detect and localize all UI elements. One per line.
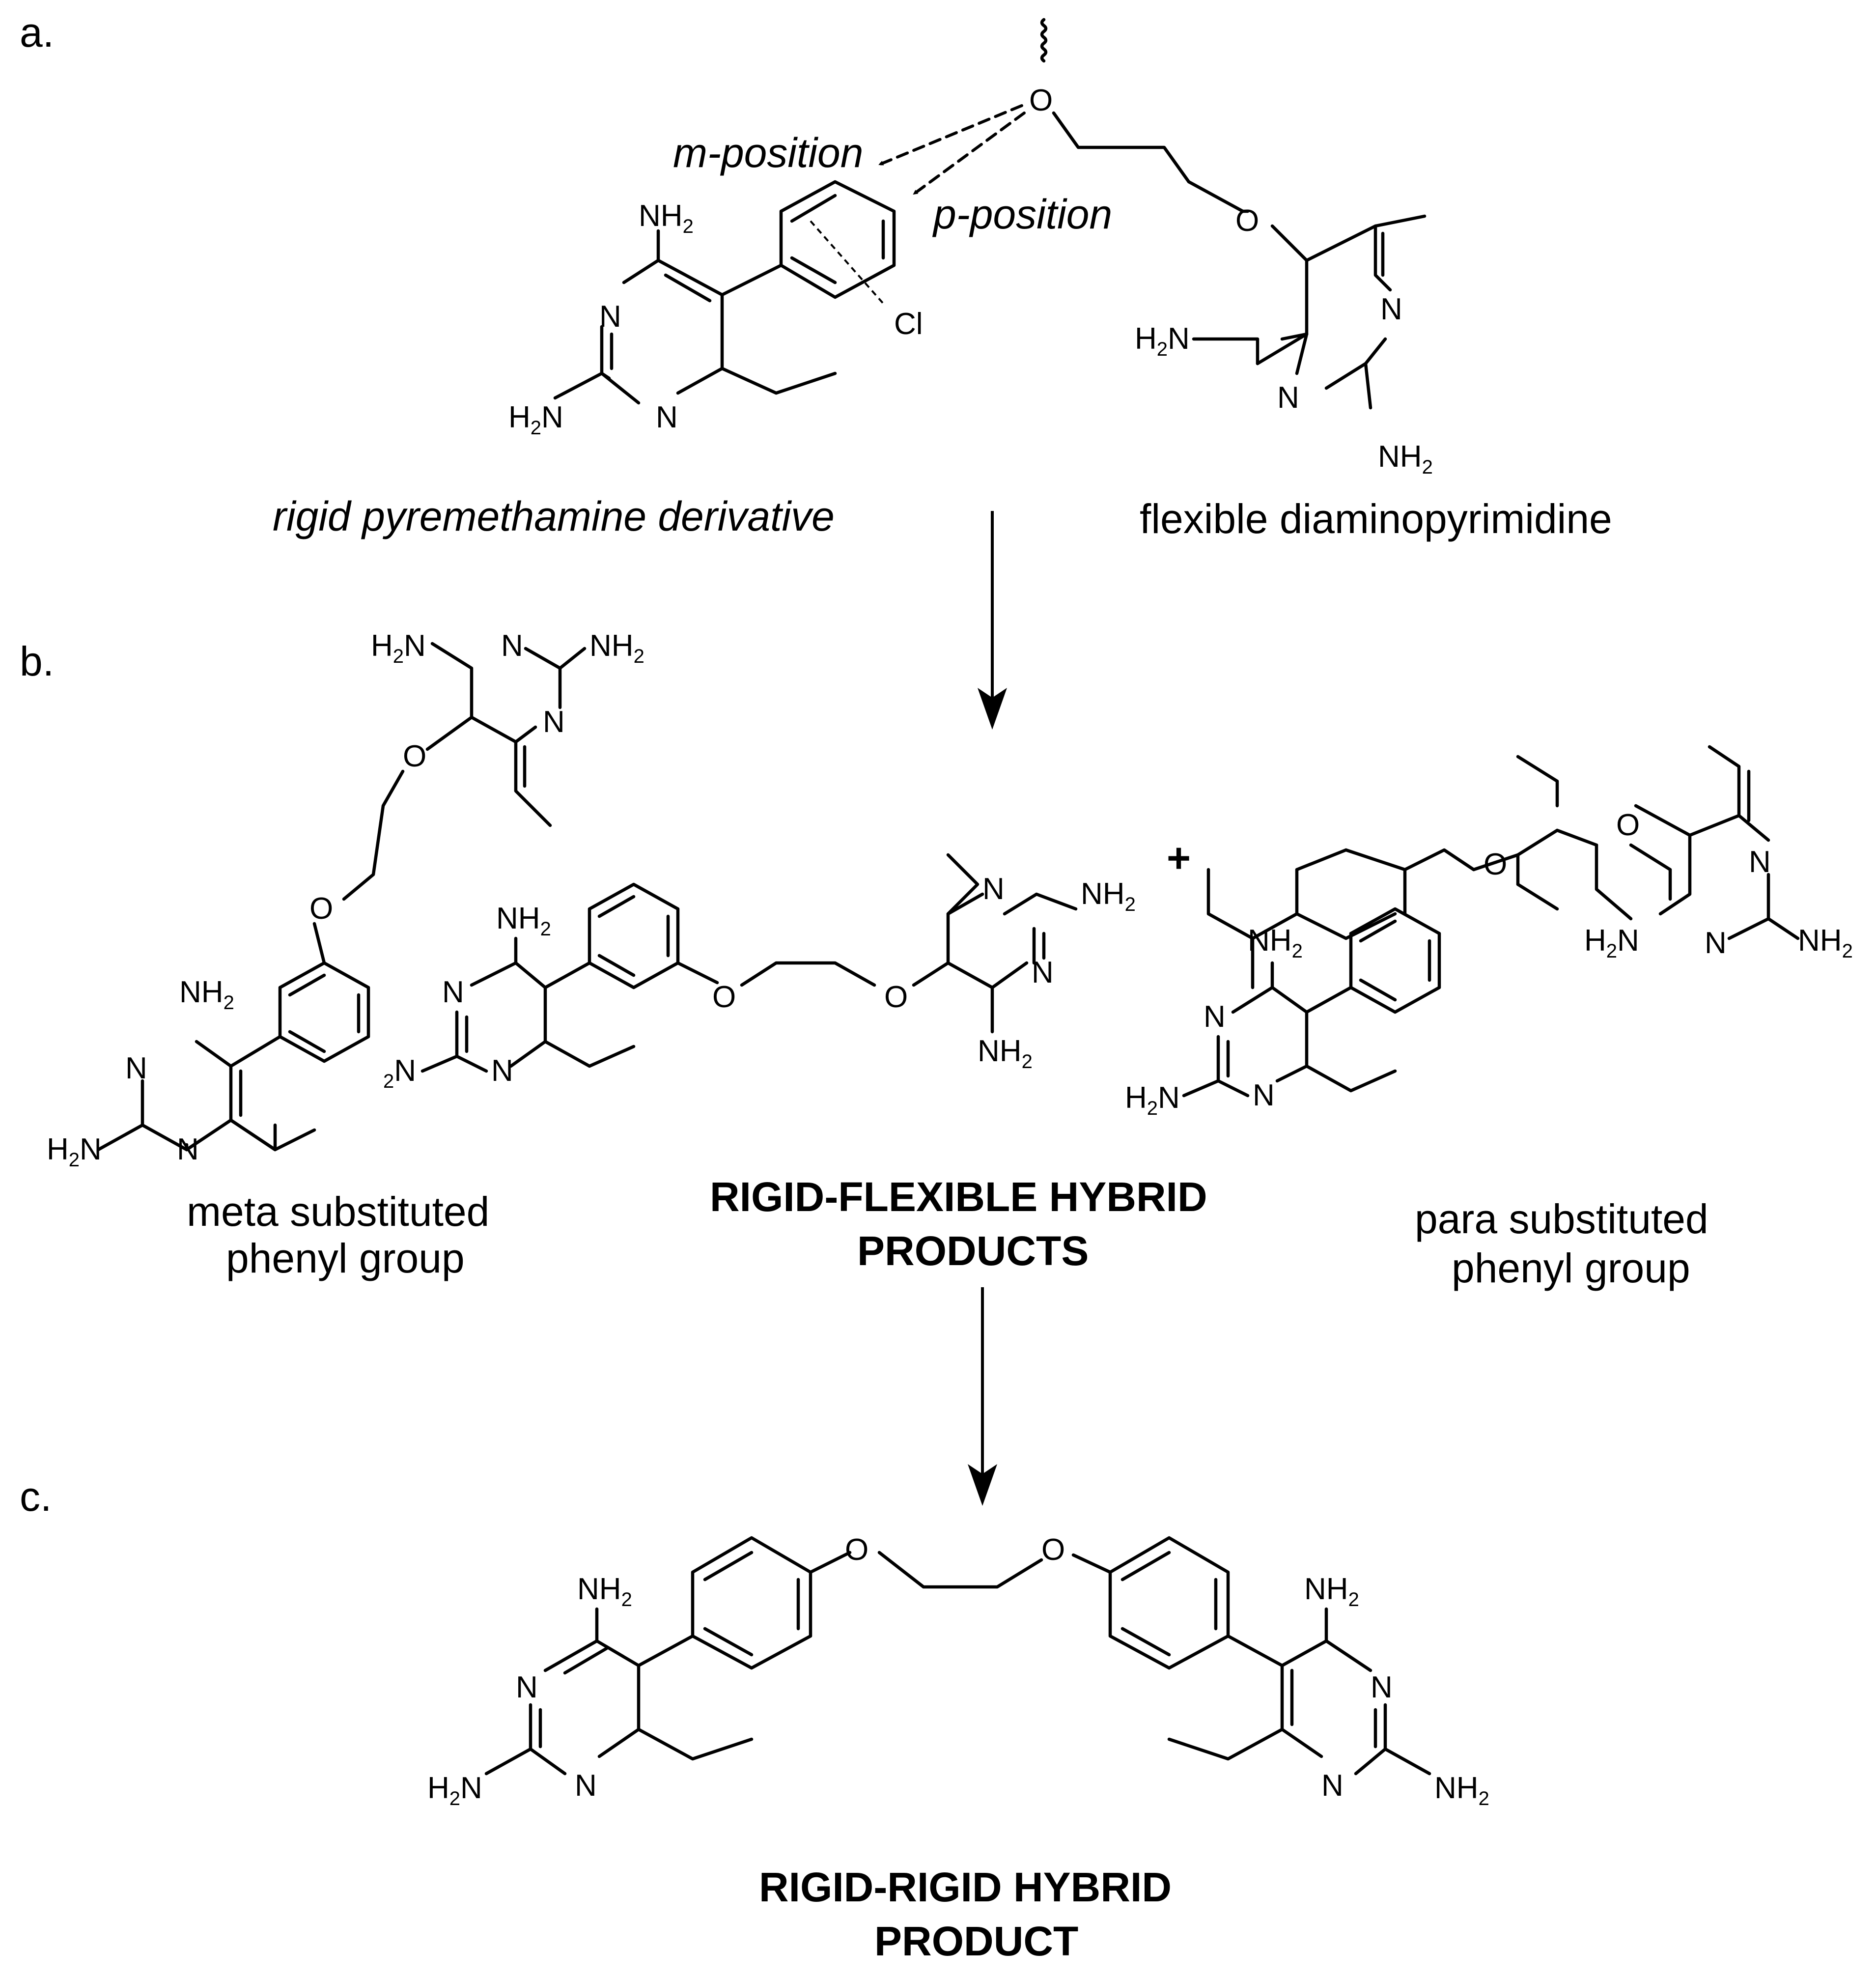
atom-h2n-para1: H2N	[1584, 924, 1639, 962]
atom-o-c1: O	[845, 1533, 868, 1567]
atom-n-central1: N	[442, 975, 464, 1009]
atom-o-central2: O	[884, 980, 908, 1014]
atom-nh2-central3: NH2	[978, 1034, 1033, 1073]
rigid-derivative-label: rigid pyremethamine derivative	[273, 493, 835, 539]
atom-nh2-flex: NH2	[1378, 440, 1433, 478]
p-position-label: p-position	[932, 191, 1112, 237]
atom-n-flex2: N	[1277, 381, 1299, 415]
atom-n-para3: N	[1204, 1000, 1226, 1034]
atom-n-a1: N	[599, 300, 621, 334]
atom-n-para2: N	[1705, 926, 1727, 960]
para-substituted-structure: O O N N H2N NH2 NH2 N N H2N	[1125, 745, 1853, 1119]
atom-n-central3: N	[982, 872, 1005, 906]
atom-nh2-central2: NH2	[1081, 877, 1136, 915]
atom-nh2-c1: NH2	[577, 1572, 632, 1611]
atom-nh2-c3: NH2	[1434, 1771, 1489, 1809]
flexible-diaminopyrimidine-label: flexible diaminopyrimidine	[1140, 496, 1612, 542]
atom-o-wavy: O	[1029, 84, 1053, 117]
atom-nh2-para1: NH2	[1798, 924, 1853, 962]
atom-n-c4: N	[1321, 1769, 1344, 1803]
atom-h2n-flex: H2N	[1135, 322, 1190, 360]
flexible-diaminopyrimidine-structure: O N N H2N NH2	[1135, 204, 1433, 478]
atom-h2n-para2: H2N	[1125, 1081, 1180, 1119]
panel-letter-a: a.	[20, 9, 54, 56]
atom-o-meta-1: O	[403, 739, 426, 773]
atom-nh2-meta-top: NH2	[589, 629, 644, 667]
atom-h2n-meta-b: H2N	[47, 1132, 102, 1171]
panel-letter-c: c.	[20, 1473, 52, 1520]
atom-2n-central: 2N	[383, 1054, 416, 1092]
atom-n-central2: N	[491, 1054, 513, 1088]
atom-n-para1: N	[1749, 845, 1771, 879]
para-label-line2: phenyl group	[1452, 1245, 1690, 1291]
atom-o-central1: O	[712, 980, 736, 1014]
atom-nh2-para2: NH2	[1248, 924, 1303, 962]
wavy-o-linker: O m-position p-position	[673, 18, 1250, 237]
atom-o-para1: O	[1484, 848, 1507, 881]
meta-label-line2: phenyl group	[226, 1235, 465, 1281]
atom-n-c1: N	[516, 1670, 538, 1704]
central-meta-structure: NH2 N N 2N O O N N NH2 NH2	[383, 853, 1136, 1092]
rigid-pyremethamine-structure: NH2 N N H2N Cl	[508, 180, 923, 439]
meta-label-line1: meta substituted	[187, 1188, 489, 1235]
atom-n-meta-b1: N	[125, 1051, 147, 1085]
atom-nh2-a1: NH2	[639, 199, 694, 237]
atom-h2n-meta-top: H2N	[371, 629, 426, 667]
atom-h2n-a1: H2N	[508, 400, 563, 439]
atom-cl: Cl	[894, 307, 923, 341]
arrow-a-to-b-head	[978, 688, 1007, 730]
atom-n-meta-b2: N	[177, 1132, 199, 1166]
atom-o-meta-2: O	[309, 892, 333, 926]
rigid-rigid-title-line1: RIGID-RIGID HYBRID	[759, 1864, 1172, 1910]
atom-nh2-central: NH2	[496, 902, 551, 940]
meta-substituted-structure: H2N N NH2 N O O NH2 N N H2N	[47, 629, 644, 1171]
atom-n-meta-2: N	[543, 705, 565, 739]
atom-nh2-c2: NH2	[1304, 1572, 1359, 1611]
atom-n-a2: N	[656, 400, 678, 434]
panel-letter-b: b.	[20, 638, 54, 684]
atom-o-c2: O	[1041, 1533, 1065, 1567]
rigid-rigid-title-line2: PRODUCT	[874, 1918, 1078, 1964]
rigid-flexible-title-line2: PRODUCTS	[857, 1228, 1089, 1274]
para-label-line1: para substituted	[1415, 1196, 1708, 1242]
atom-n-c2: N	[575, 1769, 597, 1803]
atom-n-central4: N	[1032, 956, 1054, 989]
atom-h2n-c1: H2N	[427, 1771, 482, 1809]
atom-nh2-meta-b: NH2	[179, 975, 234, 1014]
m-position-label: m-position	[673, 130, 863, 176]
rigid-flexible-title-line1: RIGID-FLEXIBLE HYBRID	[710, 1174, 1207, 1220]
rigid-rigid-structure: NH2 N N H2N O O NH2 N	[427, 1533, 1489, 1809]
atom-n-flex1: N	[1380, 292, 1402, 326]
plus-sign: +	[1167, 835, 1191, 881]
atom-n-para4: N	[1253, 1078, 1275, 1112]
atom-n-c3: N	[1371, 1670, 1393, 1704]
atom-n-meta-top: N	[501, 629, 523, 663]
atom-o-flex: O	[1235, 204, 1259, 238]
atom-o-para2: O	[1616, 808, 1640, 842]
arrow-b-to-c-head	[968, 1464, 997, 1506]
